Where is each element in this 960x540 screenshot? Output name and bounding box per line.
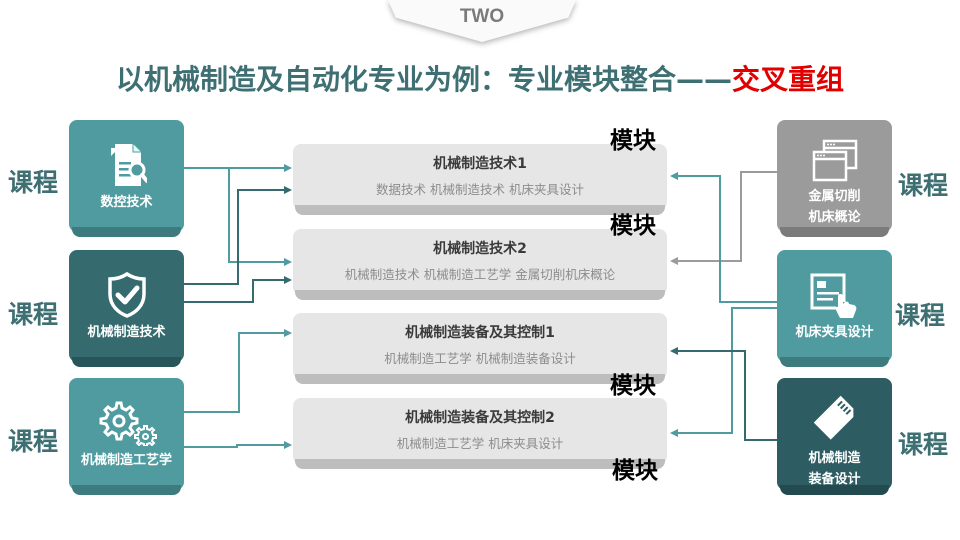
connector-process-to-module3 <box>184 329 292 413</box>
course-tag-right-2: 课程 <box>895 301 946 330</box>
connector-cutting-to-module2 <box>670 171 777 265</box>
module-tag-1: 模块 <box>610 128 656 154</box>
course-card-label: 机械制造工艺学 <box>80 453 172 468</box>
connector-process-to-module4 <box>184 441 292 449</box>
connector-nc-to-module2 <box>228 168 292 266</box>
course-tag-right-3: 课程 <box>898 430 949 459</box>
module-card-4[interactable]: 机械制造装备及其控制2 机械制造工艺学 机床夹具设计 <box>293 398 667 469</box>
course-card-label: 机床夹具设计 <box>795 325 874 340</box>
course-tag-left-1: 课程 <box>8 168 59 197</box>
shield-check-icon <box>69 272 184 320</box>
module-description: 机械制造工艺学 机床夹具设计 <box>396 436 564 451</box>
course-card-label-line2: 装备设计 <box>808 472 861 487</box>
connector-fixture-to-module1 <box>670 172 777 303</box>
section-tab-label: TWO <box>459 6 505 27</box>
module-description: 机械制造工艺学 机械制造装备设计 <box>384 351 576 366</box>
course-card-fixture-design[interactable]: 机床夹具设计 <box>777 250 892 367</box>
course-tag-left-3: 课程 <box>8 427 59 456</box>
module-tag-2: 模块 <box>610 213 656 239</box>
sd-card-icon <box>777 392 892 440</box>
connector-mft-to-module2 <box>184 276 292 303</box>
section-tab-badge: TWO <box>384 0 580 42</box>
course-tag-left-2: 课程 <box>8 300 59 329</box>
course-tag-right-1: 课程 <box>898 171 949 200</box>
module-card-3[interactable]: 机械制造装备及其控制1 机械制造工艺学 机械制造装备设计 <box>293 313 667 384</box>
connector-fixture-to-module4 <box>670 307 777 437</box>
connector-equipment-to-module3 <box>670 347 777 441</box>
module-title: 机械制造技术1 <box>433 156 527 172</box>
module-card-2[interactable]: 机械制造技术2 机械制造技术 机械制造工艺学 金属切削机床概论 <box>293 229 667 300</box>
page-title: 以机械制造及自动化专业为例：专业模块整合——交叉重组 <box>0 58 960 98</box>
page-title-highlight: 交叉重组 <box>732 63 845 96</box>
course-card-equipment-design[interactable]: 机械制造 装备设计 <box>777 378 892 495</box>
module-tag-4: 模块 <box>612 458 658 484</box>
module-description: 数据技术 机械制造技术 机床夹具设计 <box>376 182 584 197</box>
course-card-label: 机械制造技术 <box>87 325 166 340</box>
course-card-nc-technology[interactable]: 数控技术 <box>69 120 184 237</box>
gears-icon <box>69 400 184 448</box>
connector-mft-to-module1 <box>184 186 292 285</box>
course-card-label-line2: 机床概论 <box>808 210 861 225</box>
course-card-metal-cutting[interactable]: 金属切削 机床概论 <box>777 120 892 237</box>
browser-windows-icon <box>777 138 892 186</box>
module-description: 机械制造技术 机械制造工艺学 金属切削机床概论 <box>344 267 616 282</box>
module-tag-3: 模块 <box>610 373 656 399</box>
document-search-icon <box>69 142 184 190</box>
course-card-manufacturing-technology[interactable]: 机械制造技术 <box>69 250 184 367</box>
course-card-label-line1: 金属切削 <box>808 189 861 204</box>
course-card-label-line1: 机械制造 <box>808 451 861 466</box>
course-card-label: 数控技术 <box>100 195 153 210</box>
module-title: 机械制造技术2 <box>433 241 527 257</box>
page-title-main: 以机械制造及自动化专业为例：专业模块整合—— <box>115 63 732 96</box>
module-card-1[interactable]: 机械制造技术1 数据技术 机械制造技术 机床夹具设计 <box>293 144 667 215</box>
module-title: 机械制造装备及其控制1 <box>405 325 555 341</box>
touch-screen-icon <box>777 272 892 320</box>
course-card-process[interactable]: 机械制造工艺学 <box>69 378 184 495</box>
module-title: 机械制造装备及其控制2 <box>405 410 555 426</box>
